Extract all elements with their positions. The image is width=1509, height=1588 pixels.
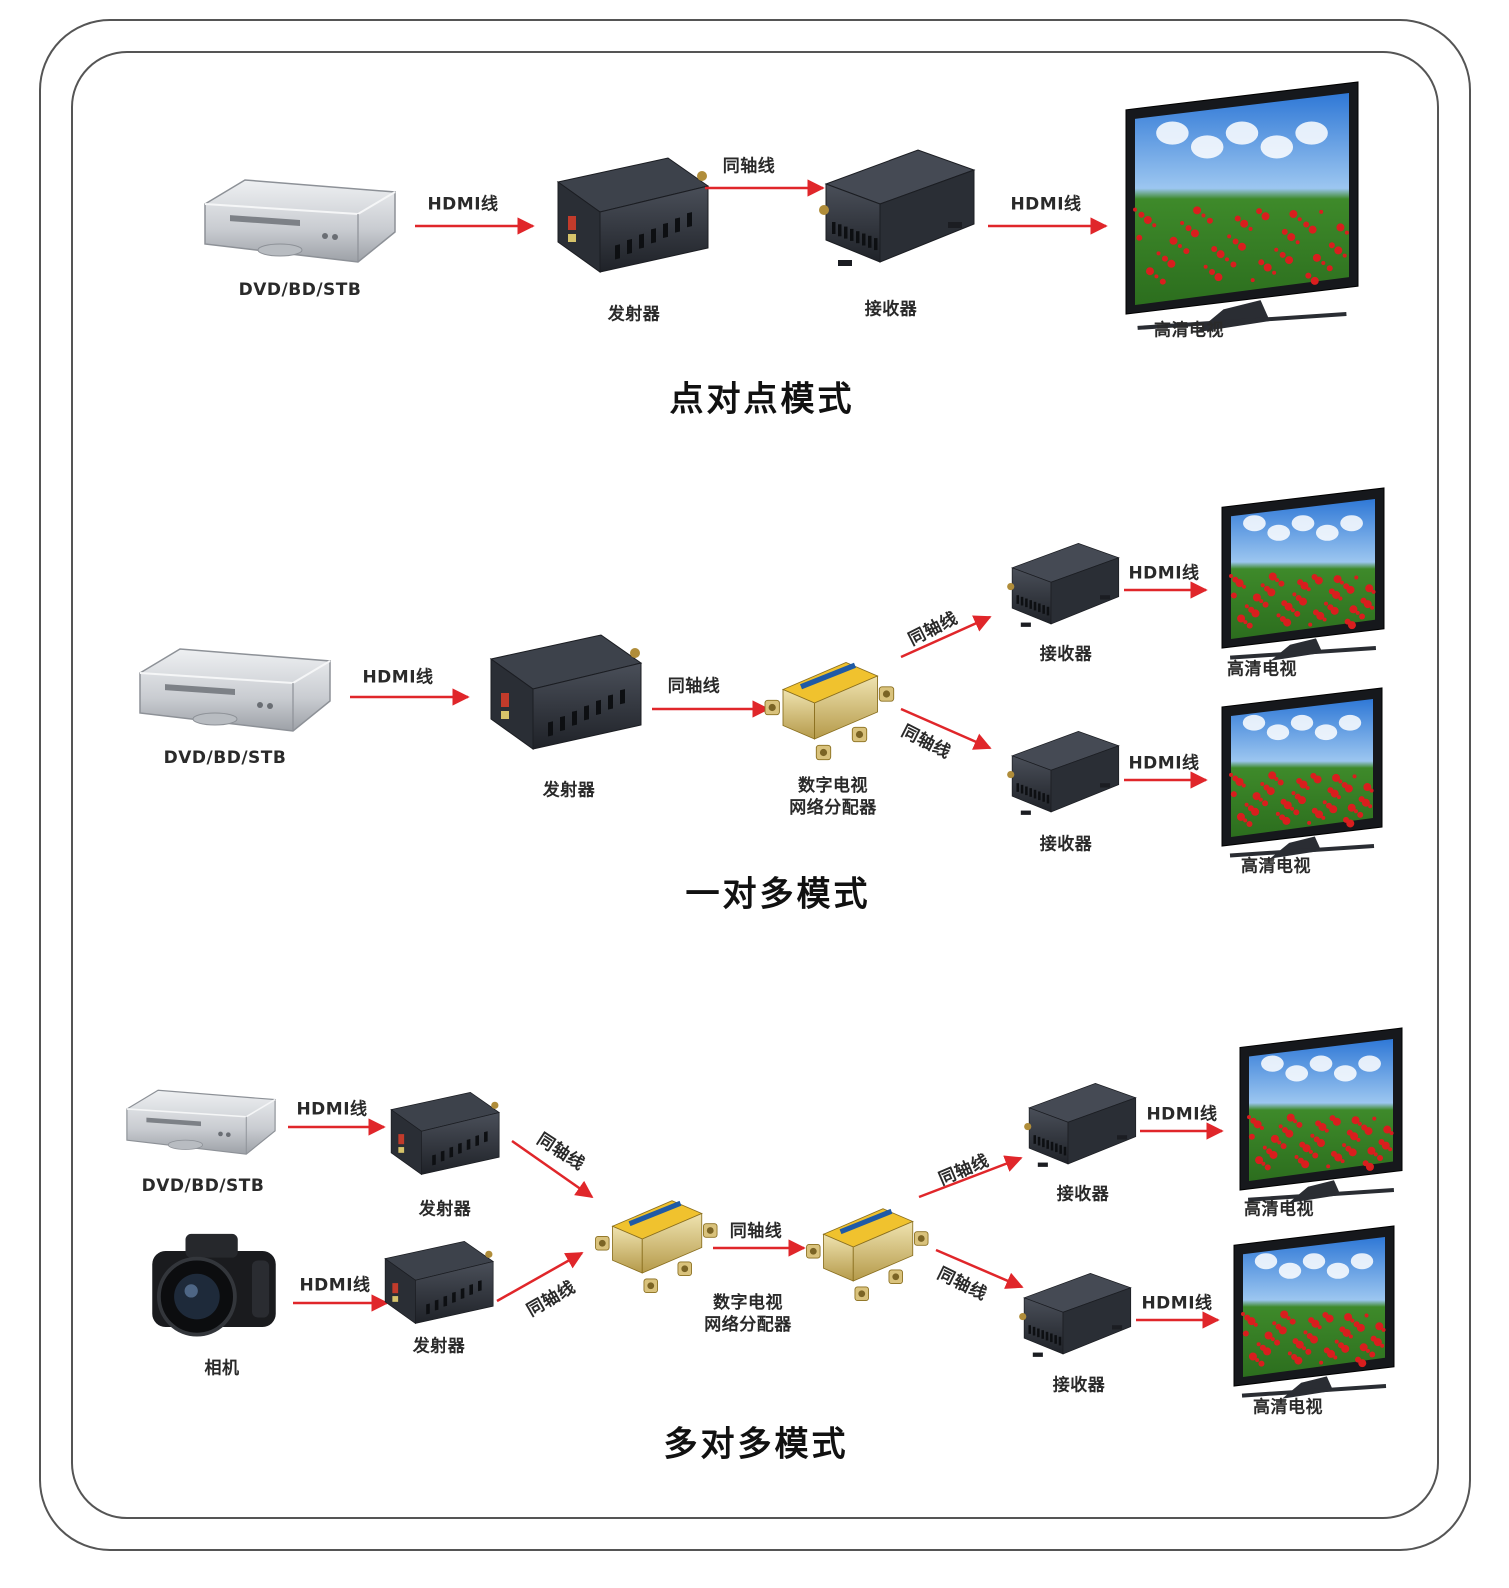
tv-icon [1221, 687, 1383, 859]
label-receiver: 接收器 [1056, 1184, 1110, 1205]
dvd-player-icon [139, 648, 331, 732]
arrow-icon [900, 615, 992, 659]
label-camera: 相机 [204, 1358, 240, 1379]
dvd-player-icon [126, 1089, 276, 1155]
section-title-p2p: 点对点模式 [669, 379, 855, 420]
tv-icon [1221, 487, 1385, 661]
arrow-icon [496, 1251, 584, 1303]
arrow-icon [935, 1248, 1024, 1289]
label-hdtv: 高清电视 [1241, 856, 1311, 877]
label-splitter: 数字电视 网络分配器 [704, 1293, 792, 1335]
label-hdmi-cable: HDMI线 [1146, 1104, 1218, 1125]
receiver-box-icon [819, 149, 976, 266]
label-hdmi-cable: HDMI线 [362, 667, 434, 688]
label-hdmi-cable: HDMI线 [299, 1275, 371, 1296]
label-hdtv: 高清电视 [1244, 1199, 1314, 1220]
label-transmitter: 发射器 [418, 1199, 472, 1220]
label-hdmi-cable: HDMI线 [1141, 1293, 1213, 1314]
transmitter-box-icon [384, 1240, 495, 1325]
transmitter-box-icon [390, 1091, 501, 1176]
label-hdtv: 高清电视 [1154, 320, 1224, 341]
splitter-icon [806, 1208, 929, 1301]
label-hdtv: 高清电视 [1227, 659, 1297, 680]
section-title-one-to-many: 一对多模式 [685, 874, 871, 915]
label-splitter: 数字电视 网络分配器 [789, 776, 877, 818]
label-receiver: 接收器 [1039, 834, 1093, 855]
receiver-box-icon [1007, 542, 1120, 627]
label-hdmi-cable: HDMI线 [296, 1099, 368, 1120]
label-transmitter: 发射器 [542, 780, 596, 801]
label-receiver: 接收器 [1039, 644, 1093, 665]
splitter-icon [595, 1200, 718, 1293]
dvd-player-icon [204, 179, 396, 263]
tv-icon [1233, 1225, 1395, 1399]
tv-icon [1125, 81, 1359, 333]
arrow-icon [918, 1155, 1023, 1199]
receiver-box-icon [1019, 1272, 1132, 1357]
label-dvd: DVD/BD/STB [141, 1176, 265, 1196]
section-title-many-to-many: 多对多模式 [663, 1424, 849, 1465]
arrow-icon [900, 707, 992, 750]
label-hdmi-cable: HDMI线 [1128, 753, 1200, 774]
label-receiver: 接收器 [1052, 1375, 1106, 1396]
camera-icon [152, 1233, 276, 1337]
label-hdtv: 高清电视 [1253, 1397, 1323, 1418]
label-hdmi-cable: HDMI线 [1010, 194, 1082, 215]
receiver-box-icon [1024, 1082, 1137, 1167]
tv-icon [1239, 1027, 1403, 1203]
transmitter-box-icon [489, 634, 643, 750]
label-hdmi-cable: HDMI线 [1128, 563, 1200, 584]
label-dvd: DVD/BD/STB [238, 280, 362, 300]
arrow-icon [511, 1139, 594, 1199]
label-coax-cable: 同轴线 [667, 676, 721, 697]
receiver-box-icon [1007, 730, 1120, 815]
transmitter-box-icon [556, 157, 710, 273]
label-receiver: 接收器 [864, 299, 918, 320]
label-transmitter: 发射器 [607, 304, 661, 325]
label-coax-cable: 同轴线 [729, 1221, 783, 1242]
label-transmitter: 发射器 [412, 1336, 466, 1357]
splitter-icon [764, 662, 895, 761]
label-coax-cable: 同轴线 [722, 156, 776, 177]
label-hdmi-cable: HDMI线 [427, 194, 499, 215]
label-dvd: DVD/BD/STB [163, 748, 287, 768]
